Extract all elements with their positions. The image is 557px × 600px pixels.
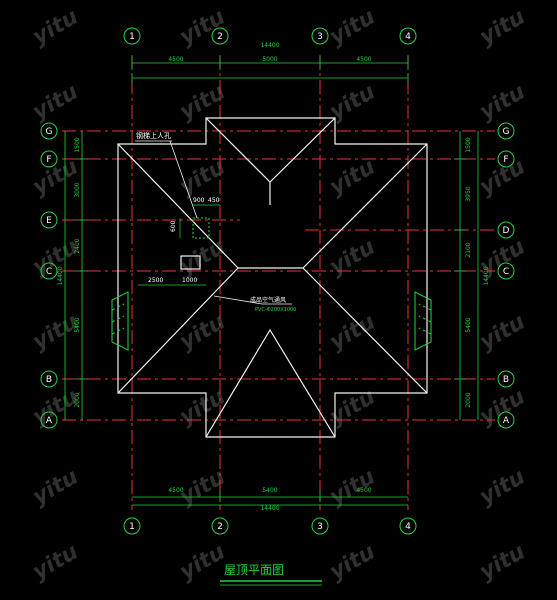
- axis-right-d: D: [503, 226, 510, 236]
- roof-hatch: [135, 140, 292, 305]
- axis-right-g: G: [503, 127, 510, 137]
- axis-right-a: A: [503, 416, 510, 426]
- hatch-dim-c: 600: [170, 220, 177, 232]
- dim-right-4: 5400: [465, 317, 472, 332]
- dormer-right: [414, 291, 432, 351]
- hatch-dim-a: 900: [193, 197, 205, 204]
- axis-grid: [62, 55, 495, 510]
- axis-left-b: B: [46, 375, 52, 385]
- dormer-left: [111, 291, 129, 351]
- dim-top-total: 14400: [260, 42, 279, 49]
- axis-right-c: C: [503, 267, 509, 277]
- dim-top-2: 5000: [262, 56, 277, 63]
- axis-right-f: F: [503, 155, 508, 165]
- vent-spec: PVC-Φ200X1000: [255, 307, 296, 313]
- annotations: 钢梯上人孔 900 450 600 2500 1000 成品空气通风 PVC-Φ…: [136, 131, 296, 313]
- axis-bottom-2: 2: [217, 522, 223, 532]
- vent-label: 成品空气通风: [250, 296, 286, 304]
- drawing-title: 屋顶平面图: [220, 563, 322, 586]
- roof-hip-se: [302, 267, 428, 394]
- hatch-note: 钢梯上人孔: [136, 131, 171, 140]
- dim-bottom-3: 4500: [356, 487, 371, 494]
- dim-left-5: 2000: [74, 392, 81, 407]
- dim-right-5: 2000: [465, 392, 472, 407]
- roof-hip-sw: [117, 267, 239, 394]
- axis-bottom-4: 4: [405, 522, 411, 532]
- dim-2500: 2500: [148, 277, 163, 284]
- dim-top-1: 4500: [168, 56, 183, 63]
- axis-left-e: E: [46, 216, 52, 226]
- dimension-text: 4500 5000 4500 14400 4500 5400 4500 1440…: [57, 42, 490, 512]
- roof-outline: [117, 117, 428, 438]
- dim-right-2: 3950: [465, 186, 472, 201]
- dim-left-3: 2400: [74, 238, 81, 253]
- axis-top-2: 2: [217, 32, 223, 42]
- hatch-dim-b: 450: [208, 197, 220, 204]
- dim-bottom-total: 14400: [260, 505, 279, 512]
- roof-hip-ne: [302, 143, 428, 269]
- dimension-lines: [64, 56, 479, 506]
- dim-right-total: 14400: [483, 266, 490, 285]
- axis-left-f: F: [46, 155, 51, 165]
- dim-right-3: 2100: [465, 242, 472, 257]
- axis-top-1: 1: [129, 32, 135, 42]
- dim-left-total: 14400: [57, 266, 64, 285]
- axis-left-a: A: [46, 416, 53, 426]
- axis-bubble-labels: 1 2 3 4 1 2 3 4 G F E C B A G F D C B A: [46, 32, 510, 532]
- dim-bottom-2: 5400: [262, 487, 277, 494]
- axis-left-g: G: [46, 127, 53, 137]
- axis-left-c: C: [46, 267, 52, 277]
- axis-bottom-3: 3: [317, 522, 323, 532]
- title-text: 屋顶平面图: [224, 563, 284, 577]
- axis-bubbles: [40, 27, 515, 535]
- dim-top-3: 4500: [356, 56, 371, 63]
- axis-top-3: 3: [317, 32, 323, 42]
- dim-1000: 1000: [182, 277, 197, 284]
- dim-left-4: 5400: [74, 317, 81, 332]
- dim-left-1: 1500: [74, 137, 81, 152]
- axis-right-b: B: [503, 375, 509, 385]
- dim-left-2: 3000: [74, 182, 81, 197]
- axis-bottom-1: 1: [129, 522, 135, 532]
- roof-hip-nw: [117, 143, 239, 269]
- roof-valley-south: [205, 328, 336, 438]
- axis-top-4: 4: [405, 32, 411, 42]
- dim-bottom-1: 4500: [168, 487, 183, 494]
- dim-right-1: 1500: [465, 137, 472, 152]
